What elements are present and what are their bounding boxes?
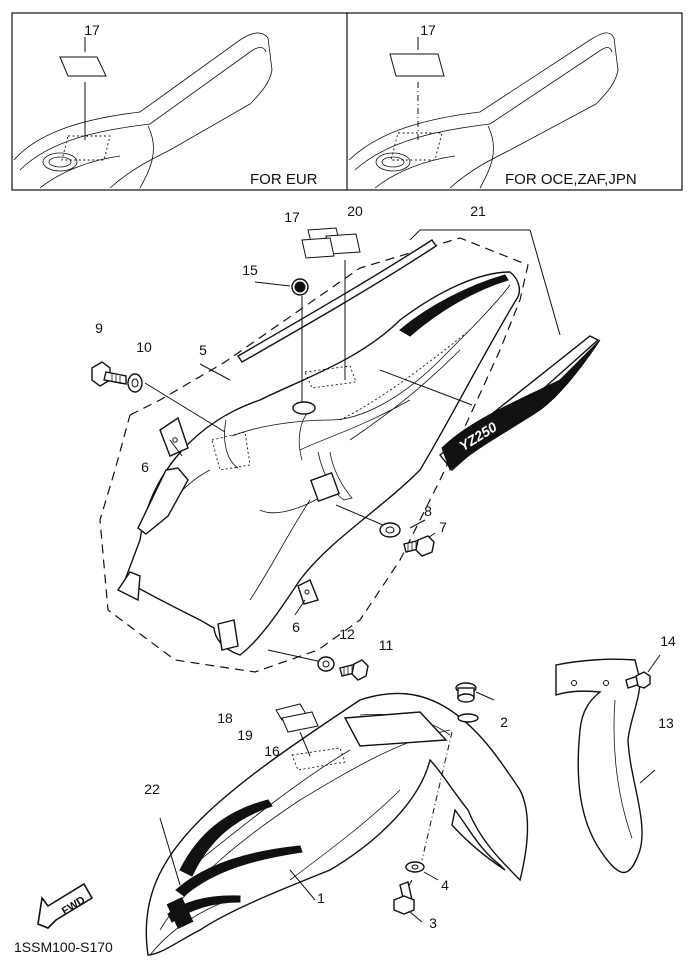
inset-seat-oce: 17 FOR OCE,ZAF,JPN (348, 22, 637, 189)
washer-4 (405, 861, 439, 881)
callout-11: 11 (379, 637, 394, 653)
callout-21: 21 (470, 203, 486, 219)
caption-for-eur: FOR EUR (250, 171, 318, 188)
callout-10: 10 (136, 339, 152, 355)
callout-3: 3 (429, 915, 437, 931)
callout-labels: 20 17 21 15 9 10 5 6 8 7 6 12 11 14 13 1… (95, 203, 676, 931)
washer-8 (379, 522, 401, 538)
screw-14 (625, 654, 661, 689)
callout-15: 15 (242, 262, 258, 278)
diagram-code: 1SSM100-S170 (14, 939, 113, 955)
callout-6-upper: 6 (141, 459, 149, 475)
decals-17-20 (301, 227, 361, 259)
callout-8: 8 (424, 503, 432, 519)
callout-9: 9 (95, 320, 103, 336)
bolt-3 (393, 881, 423, 923)
callout-17-oce: 17 (420, 22, 436, 38)
mud-flap-13 (555, 658, 656, 873)
callout-5: 5 (199, 342, 207, 358)
callout-18: 18 (217, 710, 233, 726)
callout-17-eur: 17 (84, 22, 100, 38)
callout-17: 17 (284, 209, 300, 225)
front-fender-1 (145, 692, 529, 956)
emblem-15 (291, 278, 309, 296)
fwd-arrow: FWD (37, 882, 94, 929)
callout-20: 20 (347, 203, 363, 219)
inset-panels: 17 FOR EUR 17 FOR OCE,ZAF,JPN (11, 12, 683, 191)
callout-6-lower: 6 (292, 619, 300, 635)
rear-fender-assembly: YZ250 (99, 229, 601, 673)
callout-2: 2 (500, 714, 508, 730)
washer-12 (317, 656, 335, 672)
callout-4: 4 (441, 877, 449, 893)
callout-16: 16 (264, 743, 280, 759)
bolt-11 (339, 659, 369, 681)
decals-18-19 (275, 703, 319, 733)
bolt-7 (403, 535, 435, 557)
callout-1: 1 (317, 890, 325, 906)
inset-seat-eur: 17 FOR EUR (13, 22, 318, 189)
washer-10 (127, 373, 143, 393)
callout-12: 12 (339, 626, 355, 642)
bolt-9 (91, 361, 127, 387)
caption-for-oce-zaf-jpn: FOR OCE,ZAF,JPN (505, 171, 637, 188)
callout-19: 19 (237, 727, 253, 743)
callout-7: 7 (439, 519, 447, 535)
callout-14: 14 (660, 633, 676, 649)
grommet-2 (455, 682, 495, 703)
callout-22: 22 (144, 781, 160, 797)
callout-13: 13 (658, 715, 674, 731)
